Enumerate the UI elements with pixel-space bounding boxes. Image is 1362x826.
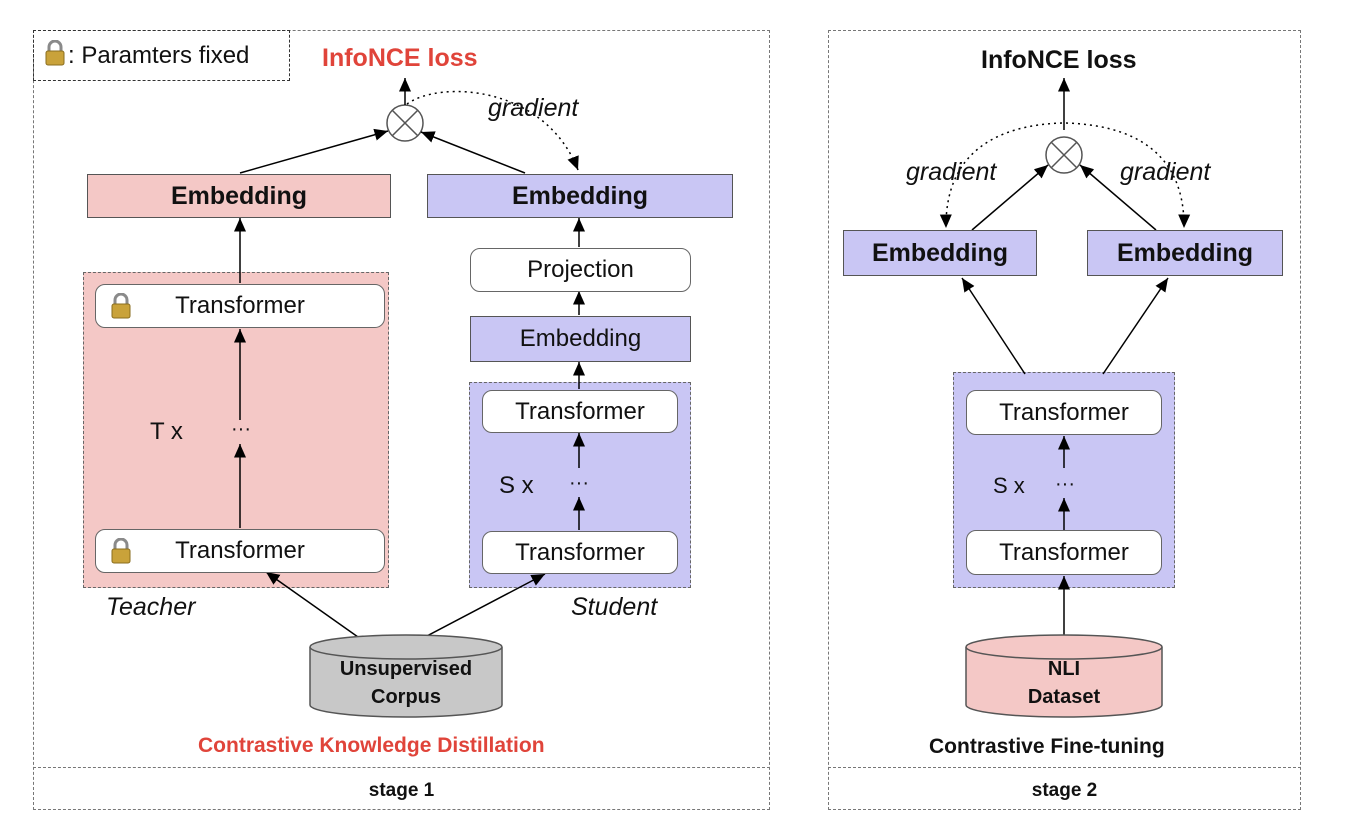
- corpus-cylinder: [309, 634, 503, 718]
- student-caption: Student: [571, 593, 658, 621]
- stage1-loss-label: InfoNCE loss: [322, 44, 478, 72]
- stage2-title: Contrastive Fine-tuning: [929, 735, 1165, 758]
- stage2-panel: [828, 30, 1301, 810]
- stage2-loss-label: InfoNCE loss: [981, 46, 1137, 74]
- teacher-caption: Teacher: [106, 593, 196, 621]
- stage1-footer: stage 1: [368, 780, 435, 801]
- stage1-panel: [33, 30, 770, 810]
- lock-icon: [110, 537, 132, 571]
- student-transformer-top: Transformer: [482, 390, 678, 433]
- nli-dataset-cylinder: [965, 634, 1163, 718]
- transformer-label: Transformer: [175, 292, 305, 319]
- stage1-cross-icon: [391, 109, 419, 137]
- stage2-footer-divider: [828, 767, 1301, 768]
- legend-box: : Paramters fixed: [33, 30, 290, 81]
- projection-label: Projection: [527, 256, 634, 283]
- student-projection: Projection: [470, 248, 691, 292]
- lock-icon: [110, 292, 132, 326]
- stage1-footer-divider: [33, 767, 770, 768]
- student-embedding-mid: Embedding: [470, 316, 691, 362]
- dataset-line1: NLI: [1047, 658, 1081, 680]
- teacher-embedding: Embedding: [87, 174, 391, 218]
- student-transformer-bottom: Transformer: [482, 531, 678, 574]
- stage2-footer: stage 2: [1031, 780, 1098, 801]
- transformer-label: Transformer: [175, 537, 305, 564]
- teacher-transformer-bottom: Transformer: [95, 529, 385, 573]
- stage2-repeat-label: S x: [993, 473, 1025, 498]
- student-dots: ···: [569, 472, 589, 494]
- stage2-dots: ···: [1055, 473, 1075, 495]
- teacher-repeat-label: T x: [150, 418, 183, 445]
- stage2-transformer-bottom: Transformer: [966, 530, 1162, 575]
- student-embedding-top: Embedding: [427, 174, 733, 218]
- stage2-transformer-top: Transformer: [966, 390, 1162, 435]
- teacher-transformer-top: Transformer: [95, 284, 385, 328]
- dataset-line2: Dataset: [1027, 686, 1101, 708]
- stage2-embedding-left: Embedding: [843, 230, 1037, 276]
- stage2-gradient-right: gradient: [1120, 158, 1211, 186]
- stage2-gradient-left: gradient: [906, 158, 997, 186]
- stage1-title: Contrastive Knowledge Distillation: [198, 734, 545, 757]
- legend-text: : Paramters fixed: [68, 41, 250, 69]
- stage2-cross-icon: [1050, 141, 1078, 169]
- nli-dataset-label: NLI Dataset: [966, 655, 1162, 711]
- teacher-dots: ···: [231, 418, 251, 440]
- corpus-line2: Corpus: [371, 686, 441, 708]
- student-repeat-label: S x: [499, 472, 534, 499]
- stage1-gradient-label: gradient: [488, 94, 579, 122]
- lock-icon: [44, 39, 66, 71]
- corpus-line1: Unsupervised: [339, 658, 473, 680]
- stage2-embedding-right: Embedding: [1087, 230, 1283, 276]
- corpus-label: Unsupervised Corpus: [310, 655, 502, 711]
